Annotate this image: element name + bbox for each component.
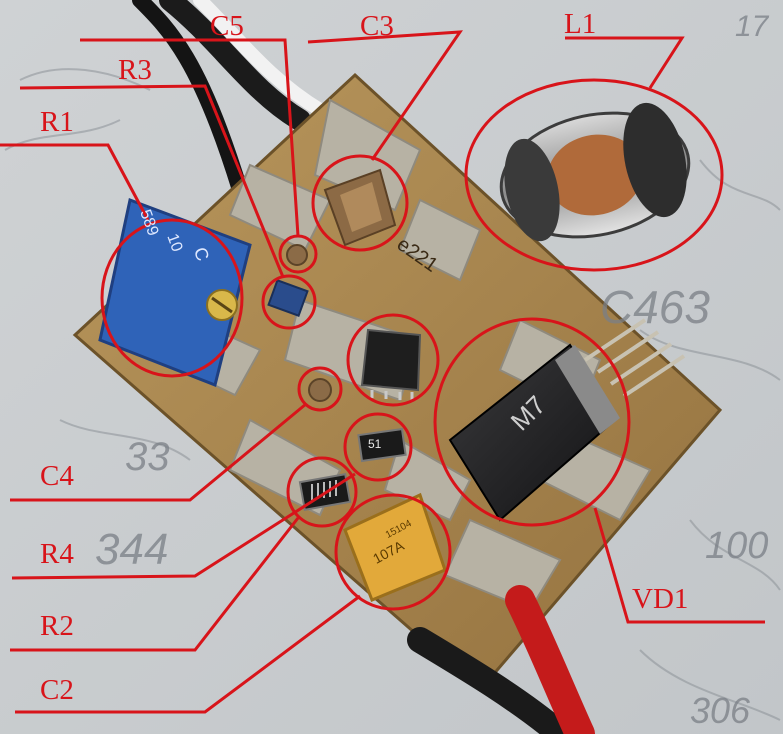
label-r4: R4 xyxy=(40,538,74,570)
circle-r2 xyxy=(286,456,358,528)
label-vd1: VD1 xyxy=(632,583,689,615)
capacitor-c5 xyxy=(286,244,308,266)
leader-r2 xyxy=(10,517,300,652)
handwriting-right-mid: C463 xyxy=(600,281,710,333)
circle-c2 xyxy=(334,493,452,611)
label-c4: C4 xyxy=(40,460,74,492)
label-c3: C3 xyxy=(360,10,394,42)
annotation-circles xyxy=(100,78,724,611)
leader-l1 xyxy=(565,36,685,89)
leader-c5 xyxy=(80,38,300,237)
leader-vd1 xyxy=(593,507,765,624)
circle-l1 xyxy=(464,78,724,272)
trimmer-r1 xyxy=(98,197,252,388)
handwriting-bottom-right: 306 xyxy=(690,690,751,731)
handwriting-left-mid: 33 xyxy=(125,435,170,479)
diode-vd1 xyxy=(448,343,620,522)
pencil-scribbles xyxy=(4,68,781,721)
black-wire-bottom xyxy=(407,627,573,739)
capacitor-c2 xyxy=(343,492,447,602)
leader-c3 xyxy=(307,30,463,161)
red-wire-bottom xyxy=(505,585,595,739)
black-wire-left xyxy=(132,0,248,198)
circle-c4 xyxy=(297,366,343,412)
ic-chip xyxy=(360,328,422,400)
resistor-r4 xyxy=(357,427,407,463)
label-c5: C5 xyxy=(210,10,244,42)
circle-r4 xyxy=(343,412,413,482)
circle-r1 xyxy=(100,218,244,378)
circle-ic xyxy=(346,313,440,407)
white-wire-top xyxy=(193,0,327,117)
label-r2: R2 xyxy=(40,610,74,642)
leader-c4 xyxy=(10,402,307,502)
leader-r4 xyxy=(11,472,356,580)
label-l1: L1 xyxy=(564,8,597,40)
capacitor-c4 xyxy=(308,378,332,402)
circle-vd1 xyxy=(433,317,631,527)
handwriting-right-low: 100 xyxy=(705,525,769,567)
label-c2: C2 xyxy=(40,674,74,706)
handwriting-top-right: 17 xyxy=(735,10,769,43)
black-wire-top xyxy=(159,0,311,131)
leader-r3 xyxy=(19,84,285,278)
leader-r1 xyxy=(0,143,150,221)
annotation-leaders xyxy=(0,30,765,714)
label-r3: R3 xyxy=(118,54,152,86)
label-r1: R1 xyxy=(40,106,74,138)
leader-c2 xyxy=(15,594,361,714)
circle-r3 xyxy=(261,274,317,330)
capacitor-c3 xyxy=(323,168,397,247)
resistor-r3 xyxy=(267,279,309,317)
handwriting-left-low: 344 xyxy=(95,525,169,574)
inductor-l1 xyxy=(499,102,691,242)
r4-marking: 51 xyxy=(368,437,382,451)
circle-c3 xyxy=(311,154,409,252)
